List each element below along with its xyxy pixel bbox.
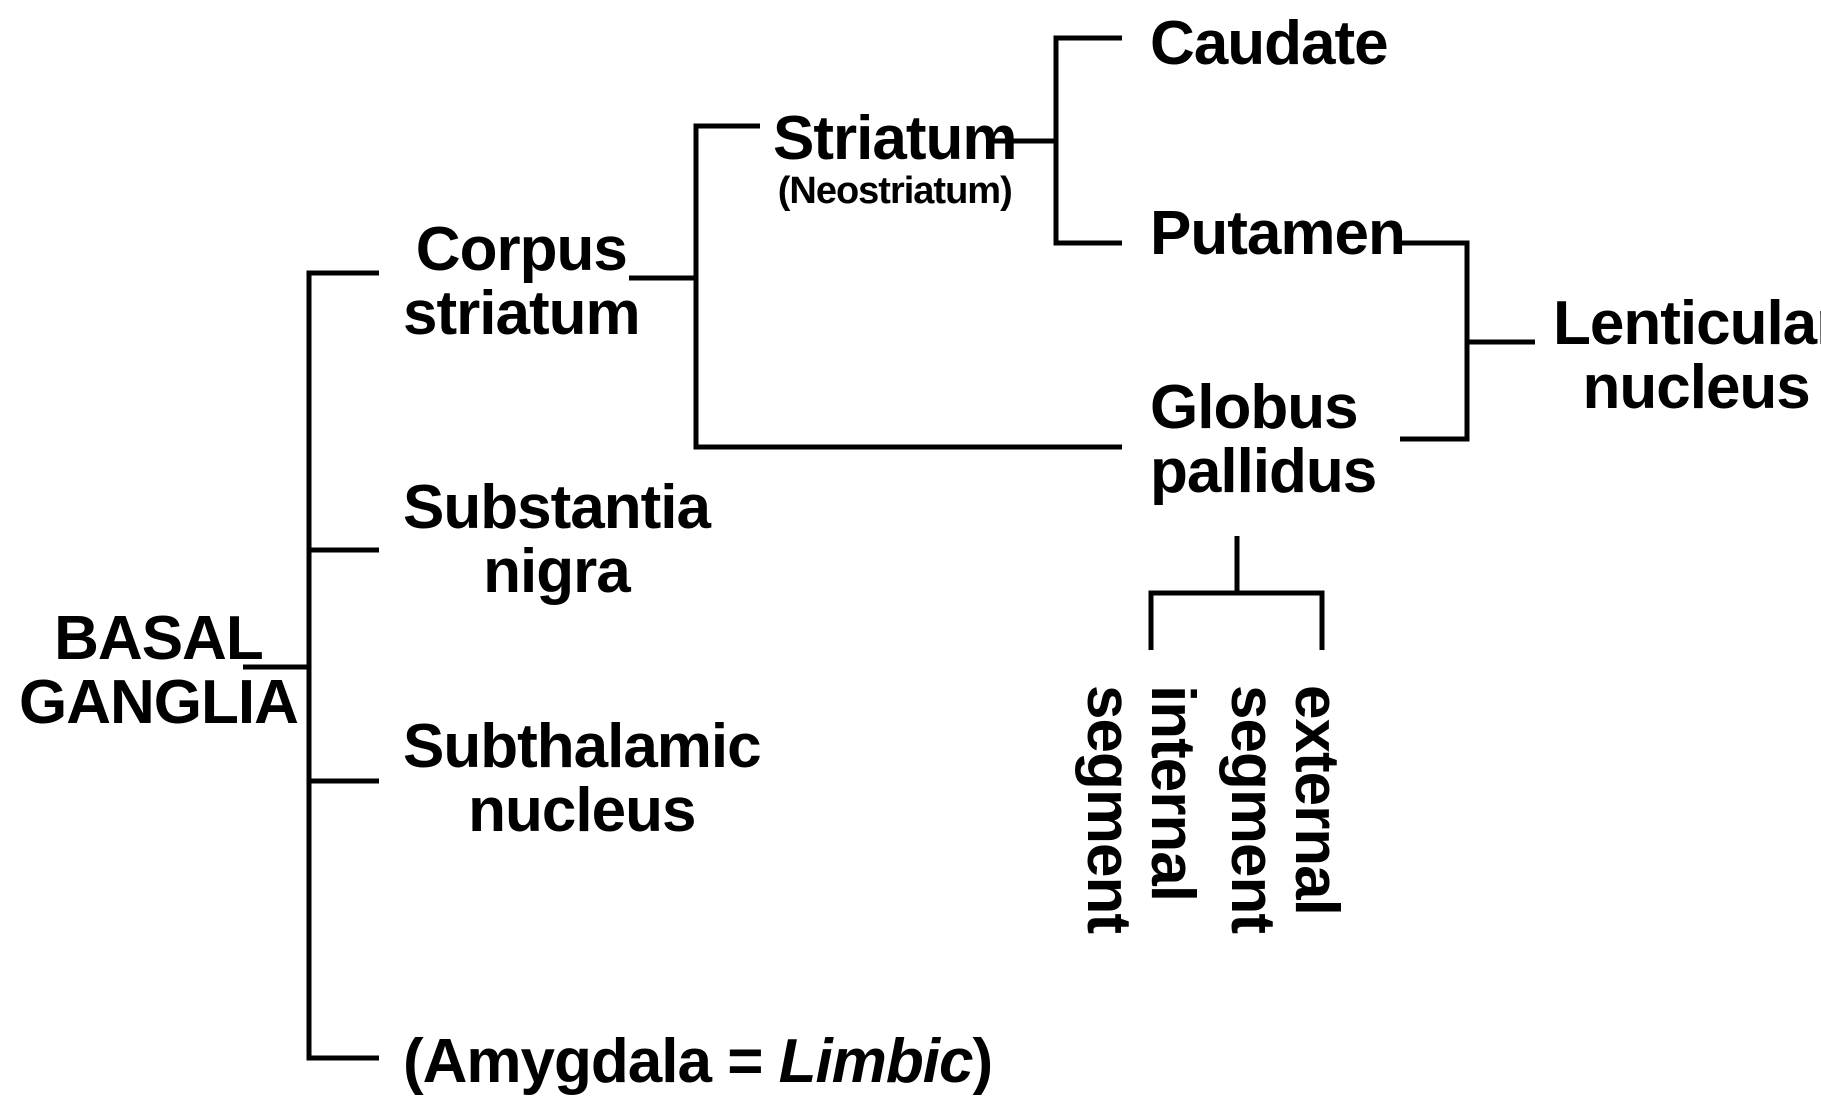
internal-segment-line-2: segment [1074, 685, 1143, 933]
caudate-text: Caudate [1150, 9, 1389, 78]
subthalamic-nucleus-label: Subthalamic nucleus [403, 712, 762, 845]
internal-segment-line-1: internal [1138, 685, 1207, 901]
subthalamic-nucleus-line-2: nucleus [468, 776, 696, 845]
corpus-striatum-line-2: striatum [403, 279, 641, 348]
globus-pallidus-segments-bracket [1148, 590, 1325, 650]
putamen-label: Putamen [1150, 199, 1406, 268]
globus-pallidus-line-1: Globus [1150, 373, 1359, 442]
caudate-label: Caudate [1150, 9, 1389, 78]
striatum-subtitle: (Neostriatum) [777, 170, 1013, 212]
globus-pallidus-label: Globus pallidus [1150, 373, 1377, 506]
substantia-nigra-label: Substantia nigra [403, 473, 711, 606]
striatum-title: Striatum [773, 104, 1017, 173]
basal-ganglia-bracket [306, 270, 379, 1061]
lenticular-nucleus-label: Lenticular nucleus [1553, 292, 1821, 420]
substantia-nigra-line-2: nigra [483, 537, 631, 606]
external-segment-label: external segment [1218, 685, 1351, 933]
basal-ganglia-line-2: GANGLIA [19, 668, 299, 737]
external-segment-line-2: segment [1218, 685, 1287, 933]
globus-pallidus-line-2: pallidus [1150, 437, 1377, 506]
lenticular-nucleus-line-2: nucleus [1582, 353, 1811, 422]
striatum-label: Striatum (Neostriatum) [773, 104, 1017, 212]
amygdala-open-text: (Amygdala = [403, 1027, 779, 1096]
lenticular-nucleus-line-1: Lenticular [1553, 289, 1821, 358]
basal-ganglia-line-1: BASAL [54, 604, 264, 673]
lenticular-nucleus-bracket [1400, 240, 1470, 442]
amygdala-close-text: ) [972, 1027, 993, 1096]
internal-segment-label: internal segment [1074, 685, 1207, 933]
striatum-bracket [1053, 35, 1122, 246]
corpus-striatum-line-1: Corpus [415, 215, 628, 284]
subthalamic-nucleus-line-1: Subthalamic [403, 712, 762, 781]
corpus-striatum-label: Corpus striatum [403, 215, 641, 348]
corpus-striatum-bracket [693, 123, 1122, 450]
amygdala-limbic-text: Limbic [778, 1027, 974, 1096]
putamen-text: Putamen [1150, 199, 1406, 268]
amygdala-label: (Amygdala = Limbic) [403, 1027, 993, 1096]
substantia-nigra-line-1: Substantia [403, 473, 711, 542]
external-segment-line-1: external [1282, 685, 1351, 915]
basal-ganglia-label: BASAL GANGLIA [19, 604, 299, 737]
